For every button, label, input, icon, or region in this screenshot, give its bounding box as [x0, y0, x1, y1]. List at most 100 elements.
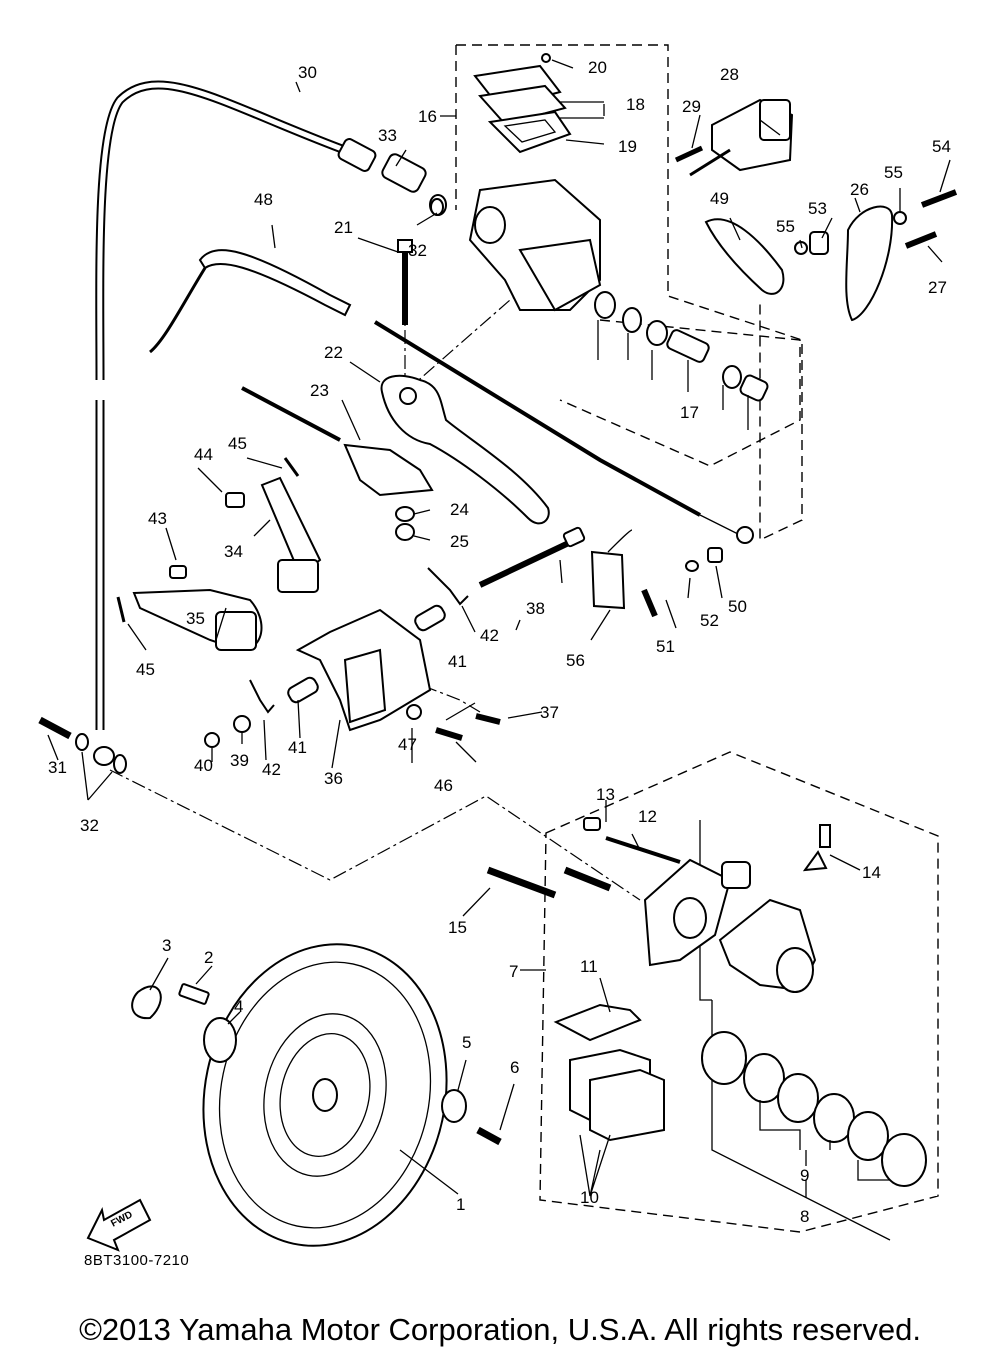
reservoir-cap-set [473, 53, 572, 154]
callout-55b: 55 [776, 217, 795, 236]
link-block [215, 611, 257, 651]
callout-2: 2 [204, 948, 213, 967]
callout-16: 16 [418, 107, 437, 126]
callout-24: 24 [450, 500, 469, 519]
nut [395, 523, 415, 541]
callout-7: 7 [509, 962, 518, 981]
circlip [131, 985, 162, 1020]
caliper-bolt [486, 866, 557, 899]
caliper-assembly [643, 824, 831, 993]
callout-32a: 32 [80, 816, 99, 835]
bushing [809, 231, 829, 255]
callout-46: 46 [434, 776, 453, 795]
bolt [904, 231, 938, 249]
warning-tag [590, 550, 626, 610]
parking-lock-lever [343, 443, 434, 497]
collar [287, 676, 319, 704]
callout-5: 5 [462, 1033, 471, 1052]
callout-10: 10 [580, 1188, 599, 1207]
brake-pedal-pad [704, 218, 785, 295]
nut [233, 715, 251, 733]
hose-fitting [337, 138, 447, 216]
arm-block [277, 559, 319, 593]
bolt [475, 713, 501, 725]
callout-34: 34 [224, 542, 243, 561]
piston-seal [847, 1111, 889, 1161]
washer [395, 506, 415, 522]
nut [204, 732, 220, 748]
caliper-piston [701, 1031, 747, 1085]
callout-55a: 55 [884, 163, 903, 182]
callout-1: 1 [456, 1195, 465, 1214]
callout-41b: 41 [448, 652, 467, 671]
callout-23: 23 [310, 381, 329, 400]
parking-arm [260, 476, 322, 577]
washer [441, 1089, 467, 1123]
pin [169, 565, 187, 579]
callout-21: 21 [334, 218, 353, 237]
callout-53: 53 [808, 199, 827, 218]
callout-37: 37 [540, 703, 559, 722]
leader-line [759, 1100, 890, 1181]
callout-51: 51 [656, 637, 675, 656]
callout-41a: 41 [288, 738, 307, 757]
washer [75, 733, 89, 751]
brake-disc [202, 943, 448, 1247]
callout-42b: 42 [262, 760, 281, 779]
leader-line [597, 320, 749, 430]
callout-43: 43 [148, 509, 167, 528]
callout-39: 39 [230, 751, 249, 770]
exploded-parts-diagram: FWD 1 2 3 4 5 6 7 8 9 10 11 12 13 14 15 … [38, 44, 958, 1252]
long-bolt [478, 537, 577, 588]
washer [113, 754, 127, 774]
caliper-boundary [539, 751, 939, 1233]
callout-44: 44 [194, 445, 213, 464]
callout-52: 52 [700, 611, 719, 630]
callout-3: 3 [162, 936, 171, 955]
callout-18: 18 [626, 95, 645, 114]
callout-56: 56 [566, 651, 585, 670]
spacer [203, 1017, 237, 1063]
key [178, 983, 210, 1005]
pin [225, 492, 245, 508]
master-cylinder-body [468, 178, 602, 312]
callout-6: 6 [510, 1058, 519, 1077]
pedal-bracket [845, 205, 894, 322]
switch-screw [674, 145, 704, 163]
piston-seal [777, 1073, 819, 1123]
banjo-bolt [38, 716, 72, 740]
callout-28: 28 [720, 65, 739, 84]
callout-32b: 32 [408, 241, 427, 260]
callout-leaders [47, 59, 951, 1198]
collar [414, 604, 446, 632]
piston-kit [594, 291, 769, 402]
banjo-fitting [93, 746, 115, 766]
pin-plug [583, 817, 601, 831]
callout-25: 25 [450, 532, 469, 551]
pad-pin [605, 836, 681, 864]
master-cylinder-boundary [456, 44, 803, 542]
callout-47: 47 [398, 735, 417, 754]
drawing-code: 8BT3100-7210 [84, 1252, 190, 1269]
bolt [920, 189, 958, 208]
callout-31: 31 [48, 758, 67, 777]
bolt [435, 727, 463, 741]
callout-38: 38 [526, 599, 545, 618]
callout-30: 30 [298, 63, 317, 82]
callout-22: 22 [324, 343, 343, 362]
callout-45a: 45 [228, 434, 247, 453]
callout-11: 11 [580, 957, 598, 976]
callout-27: 27 [928, 278, 947, 297]
callout-33: 33 [378, 126, 397, 145]
callout-36: 36 [324, 769, 343, 788]
bolt [476, 1126, 502, 1146]
alignment-line [109, 769, 641, 901]
alignment-line-pivot [329, 649, 481, 713]
callout-8: 8 [800, 1207, 809, 1226]
callout-29: 29 [682, 97, 701, 116]
callout-42a: 42 [480, 626, 499, 645]
brake-lever [380, 374, 550, 525]
callout-labels: 1 2 3 4 5 6 7 8 9 10 11 12 13 14 15 16 1… [48, 58, 951, 1226]
callout-17: 17 [680, 403, 699, 422]
